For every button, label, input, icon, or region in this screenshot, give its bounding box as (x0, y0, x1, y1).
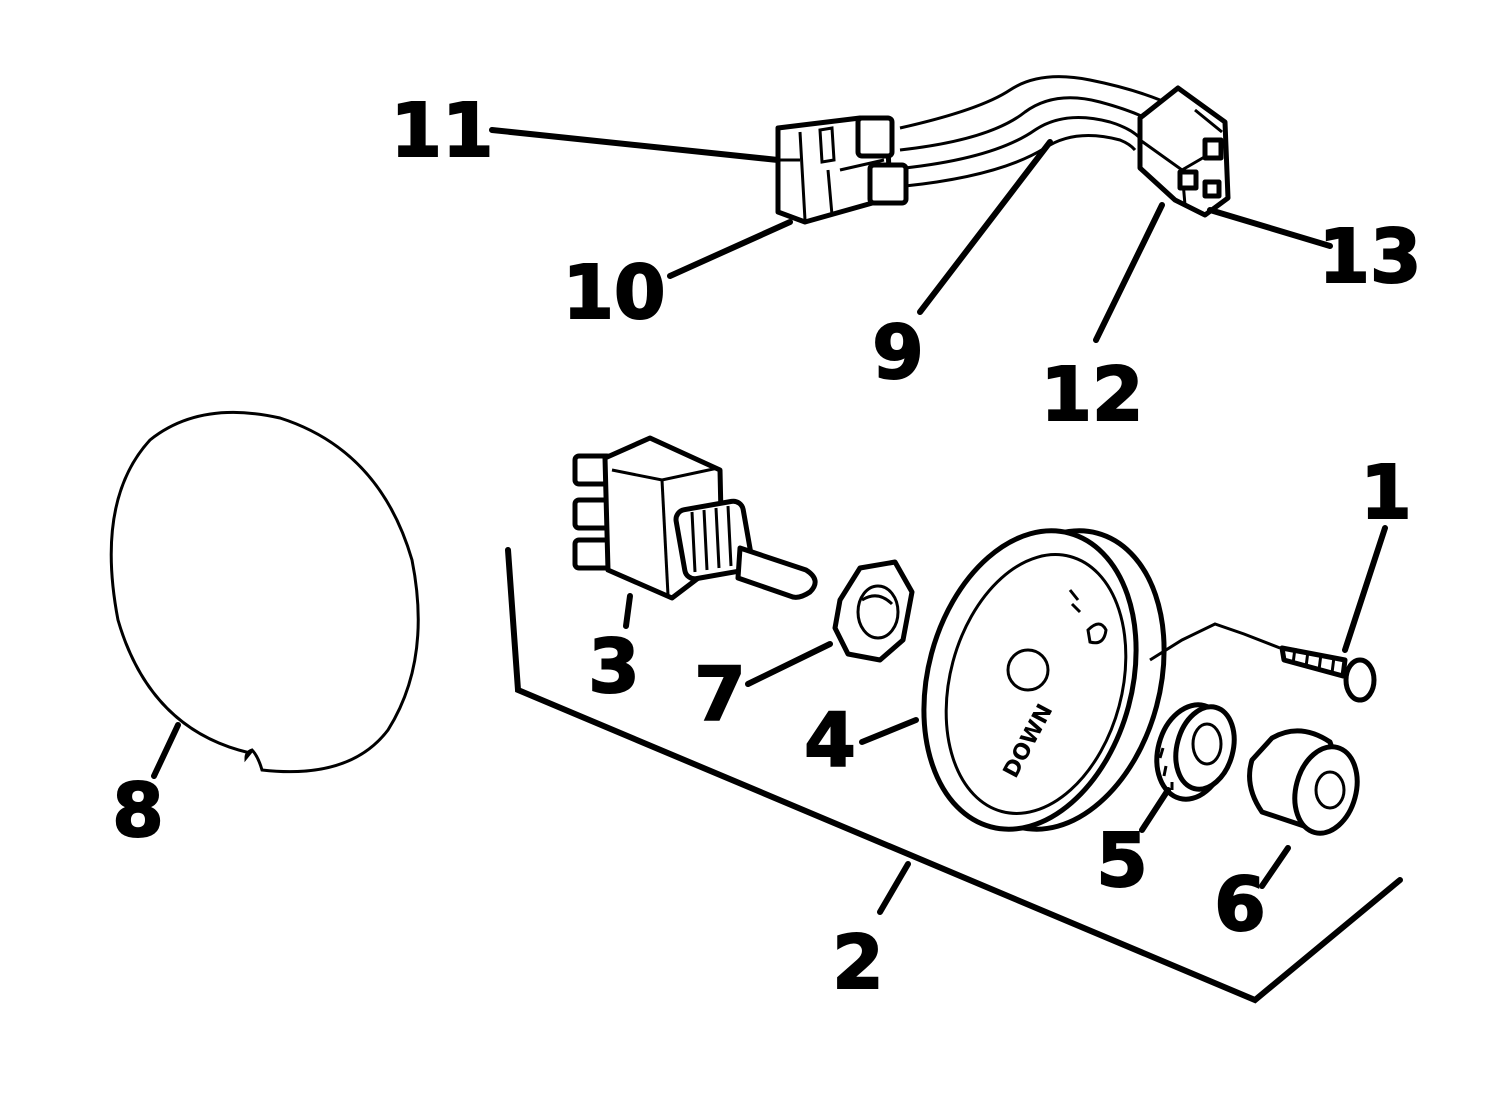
wiring-harness (775, 75, 1231, 225)
knob (1247, 728, 1360, 836)
leader-lines (151, 127, 1388, 915)
leader-8 (151, 722, 181, 779)
knurled-nut (1154, 702, 1237, 802)
screw (1279, 645, 1377, 703)
leader-1 (1342, 525, 1388, 653)
leader-11 (489, 127, 781, 163)
leader-3 (623, 593, 633, 629)
hex-nut (832, 559, 915, 663)
leader-6 (1259, 845, 1291, 889)
callout-8: 8 (112, 768, 164, 854)
callout-11: 11 (391, 88, 494, 174)
callout-1: 1 (1360, 450, 1412, 536)
toggle-switch (572, 435, 818, 601)
callout-13: 13 (1319, 214, 1422, 300)
callout-numbers: 1 2 3 4 5 6 7 8 9 10 11 12 13 (111, 87, 1422, 1007)
leader-5 (1139, 787, 1171, 833)
leader-4 (859, 717, 919, 745)
leader-10 (667, 219, 793, 279)
callout-10: 10 (563, 250, 666, 336)
callout-5: 5 (1096, 818, 1148, 904)
gasket-ring (109, 410, 420, 774)
callout-7: 7 (694, 652, 746, 738)
leader-13 (1207, 207, 1333, 249)
leader-12 (1093, 202, 1165, 343)
leader-9 (917, 139, 1053, 315)
callout-6: 6 (1214, 862, 1266, 948)
screw-alignment-line (1149, 622, 1281, 662)
callout-12: 12 (1041, 352, 1144, 438)
leader-2 (877, 861, 911, 915)
callout-4: 4 (804, 698, 856, 784)
kit-bracket-line (505, 547, 1403, 1004)
indicator-dial: DOWN (921, 528, 1167, 832)
callout-2: 2 (832, 920, 884, 1006)
callout-9: 9 (872, 310, 924, 396)
leader-7 (745, 641, 833, 687)
callout-3: 3 (588, 624, 640, 710)
